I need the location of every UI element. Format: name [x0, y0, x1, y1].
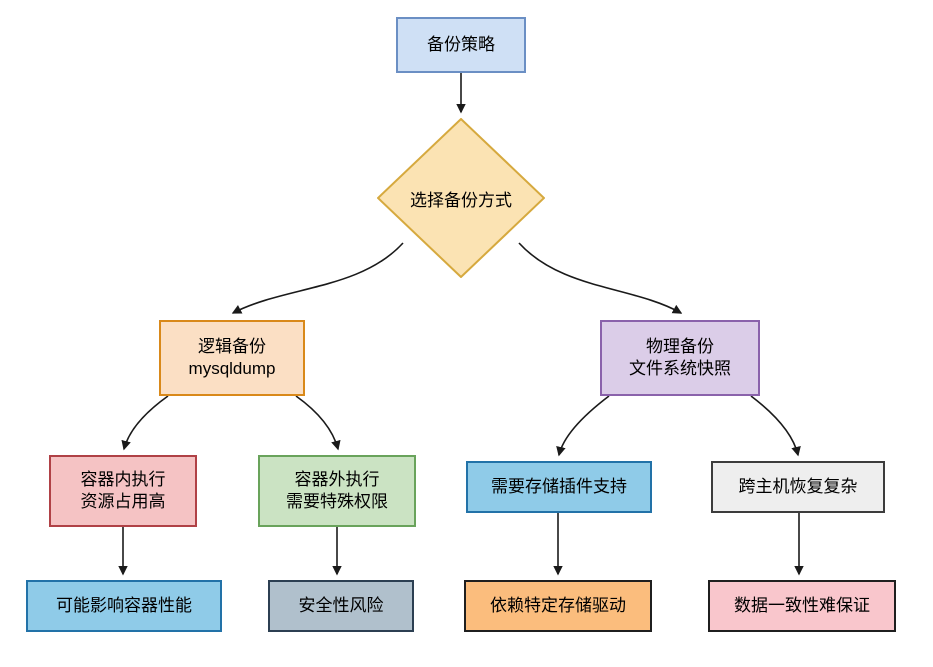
node-box-n0[interactable]: 备份策略 — [396, 17, 526, 73]
node-label: 需要存储插件支持 — [491, 476, 627, 496]
node-box-n6[interactable]: 需要存储插件支持 — [466, 461, 652, 513]
node-label: 数据一致性难保证 — [734, 595, 870, 615]
diamond-svg — [377, 118, 545, 278]
diamond-shape — [377, 118, 545, 278]
edge-n3-to-n6 — [556, 395, 610, 457]
node-label: 容器外执行 需要特殊权限 — [286, 469, 388, 511]
node-box-n2[interactable]: 逻辑备份 mysqldump — [159, 320, 305, 396]
node-label: 依赖特定存储驱动 — [490, 595, 626, 615]
node-box-n8[interactable]: 可能影响容器性能 — [26, 580, 222, 632]
node-label: 备份策略 — [427, 34, 495, 54]
edge-n2-to-n5 — [295, 395, 341, 451]
node-decision-n1[interactable]: 选择备份方式 — [377, 118, 545, 278]
node-label: 逻辑备份 mysqldump — [188, 336, 276, 378]
edge-n2-to-n4 — [121, 395, 169, 451]
node-box-n5[interactable]: 容器外执行 需要特殊权限 — [258, 455, 416, 527]
node-box-n11[interactable]: 数据一致性难保证 — [708, 580, 896, 632]
node-label: 可能影响容器性能 — [56, 595, 192, 615]
node-label: 容器内执行 资源占用高 — [80, 469, 166, 511]
node-label: 选择备份方式 — [410, 190, 512, 210]
node-box-n7[interactable]: 跨主机恢复复杂 — [711, 461, 885, 513]
node-box-n10[interactable]: 依赖特定存储驱动 — [464, 580, 652, 632]
node-label: 跨主机恢复复杂 — [738, 476, 858, 496]
node-box-n4[interactable]: 容器内执行 资源占用高 — [49, 455, 197, 527]
node-label: 安全性风险 — [298, 595, 384, 615]
node-box-n3[interactable]: 物理备份 文件系统快照 — [600, 320, 760, 396]
edge-n3-to-n7 — [750, 395, 801, 457]
node-label: 物理备份 文件系统快照 — [629, 336, 731, 378]
node-box-n9[interactable]: 安全性风险 — [268, 580, 414, 632]
